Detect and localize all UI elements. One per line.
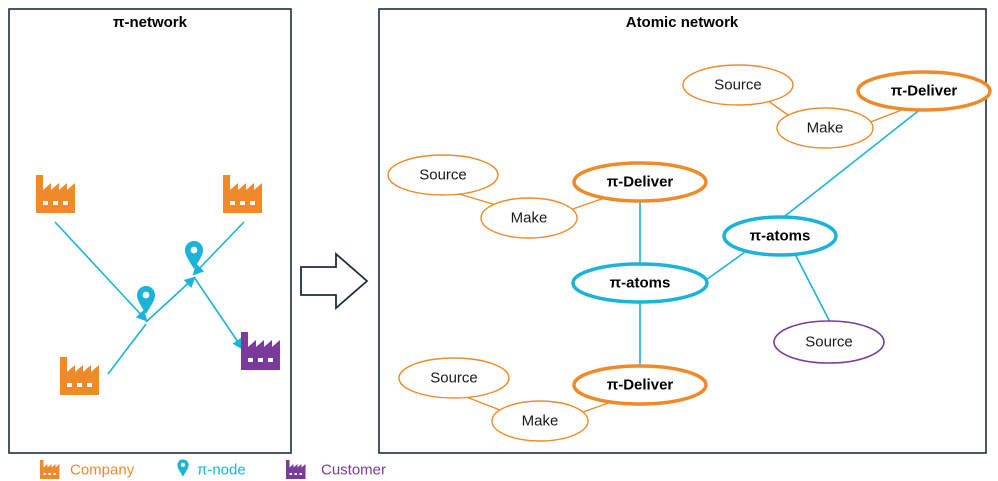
deliver-node-top-right: π-Deliver xyxy=(856,70,992,112)
flow-node-to-node xyxy=(145,276,196,323)
pi-network-title: π-network xyxy=(113,14,188,31)
source-node-left: Source xyxy=(387,154,499,196)
legend-company-label: Company xyxy=(70,462,135,479)
source-label: Source xyxy=(430,370,478,387)
flow-node-to-customer xyxy=(193,276,244,350)
make-label: Make xyxy=(522,413,559,430)
legend-customer-label: Customer xyxy=(321,462,386,479)
flow-company-top-left-to-node xyxy=(54,221,148,322)
legend-customer-icon xyxy=(286,460,306,479)
make-label: Make xyxy=(511,210,548,227)
deliver-label: π-Deliver xyxy=(607,174,674,191)
pi-network-panel-border xyxy=(8,8,292,454)
make-node-left: Make xyxy=(480,197,578,239)
make-node-bottom: Make xyxy=(491,400,589,442)
deliver-label: π-Deliver xyxy=(891,83,958,100)
atoms-node-center: π-atoms xyxy=(571,262,709,304)
pi-node-upper-icon xyxy=(185,241,203,269)
source-label: Source xyxy=(714,77,762,94)
atoms-node-right: π-atoms xyxy=(722,215,838,257)
atoms-label: π-atoms xyxy=(750,228,811,245)
customer-bottom-right-icon xyxy=(241,332,280,370)
legend: Company π-node Customer xyxy=(40,459,386,479)
flow-company-bottom-left-to-node xyxy=(107,323,147,375)
company-top-left-icon xyxy=(36,175,75,213)
source-node-top-right: Source xyxy=(682,64,794,106)
make-label: Make xyxy=(807,120,844,137)
edge-atoms-center-to-atoms-right xyxy=(705,251,746,281)
deliver-label: π-Deliver xyxy=(607,377,674,394)
edge-atoms-right-to-customer-source xyxy=(794,253,831,323)
company-bottom-left-icon xyxy=(60,357,99,395)
company-top-right-icon xyxy=(223,175,262,213)
atoms-label: π-atoms xyxy=(610,275,671,292)
pi-node-lower-icon xyxy=(137,286,155,314)
atomic-network-panel: Atomic network Source Make π-Deliver So xyxy=(378,8,992,454)
edge-atoms-right-to-deliver-top-right xyxy=(779,107,923,221)
deliver-node-left: π-Deliver xyxy=(572,161,708,203)
source-node-bottom: Source xyxy=(398,357,510,399)
source-label: Source xyxy=(805,334,853,351)
source-label: Source xyxy=(419,167,467,184)
deliver-node-bottom: π-Deliver xyxy=(572,364,708,406)
pi-network-panel: π-network xyxy=(8,8,292,454)
legend-pi-node-icon xyxy=(177,459,189,477)
make-node-top-right: Make xyxy=(776,107,874,149)
legend-company-icon xyxy=(40,460,60,479)
legend-pi-node-label: π-node xyxy=(197,462,246,479)
source-node-customer: Source xyxy=(773,320,885,364)
hollow-right-arrow-icon xyxy=(300,252,369,310)
atomic-network-title: Atomic network xyxy=(626,14,739,31)
flow-company-top-right-to-node xyxy=(192,221,245,276)
